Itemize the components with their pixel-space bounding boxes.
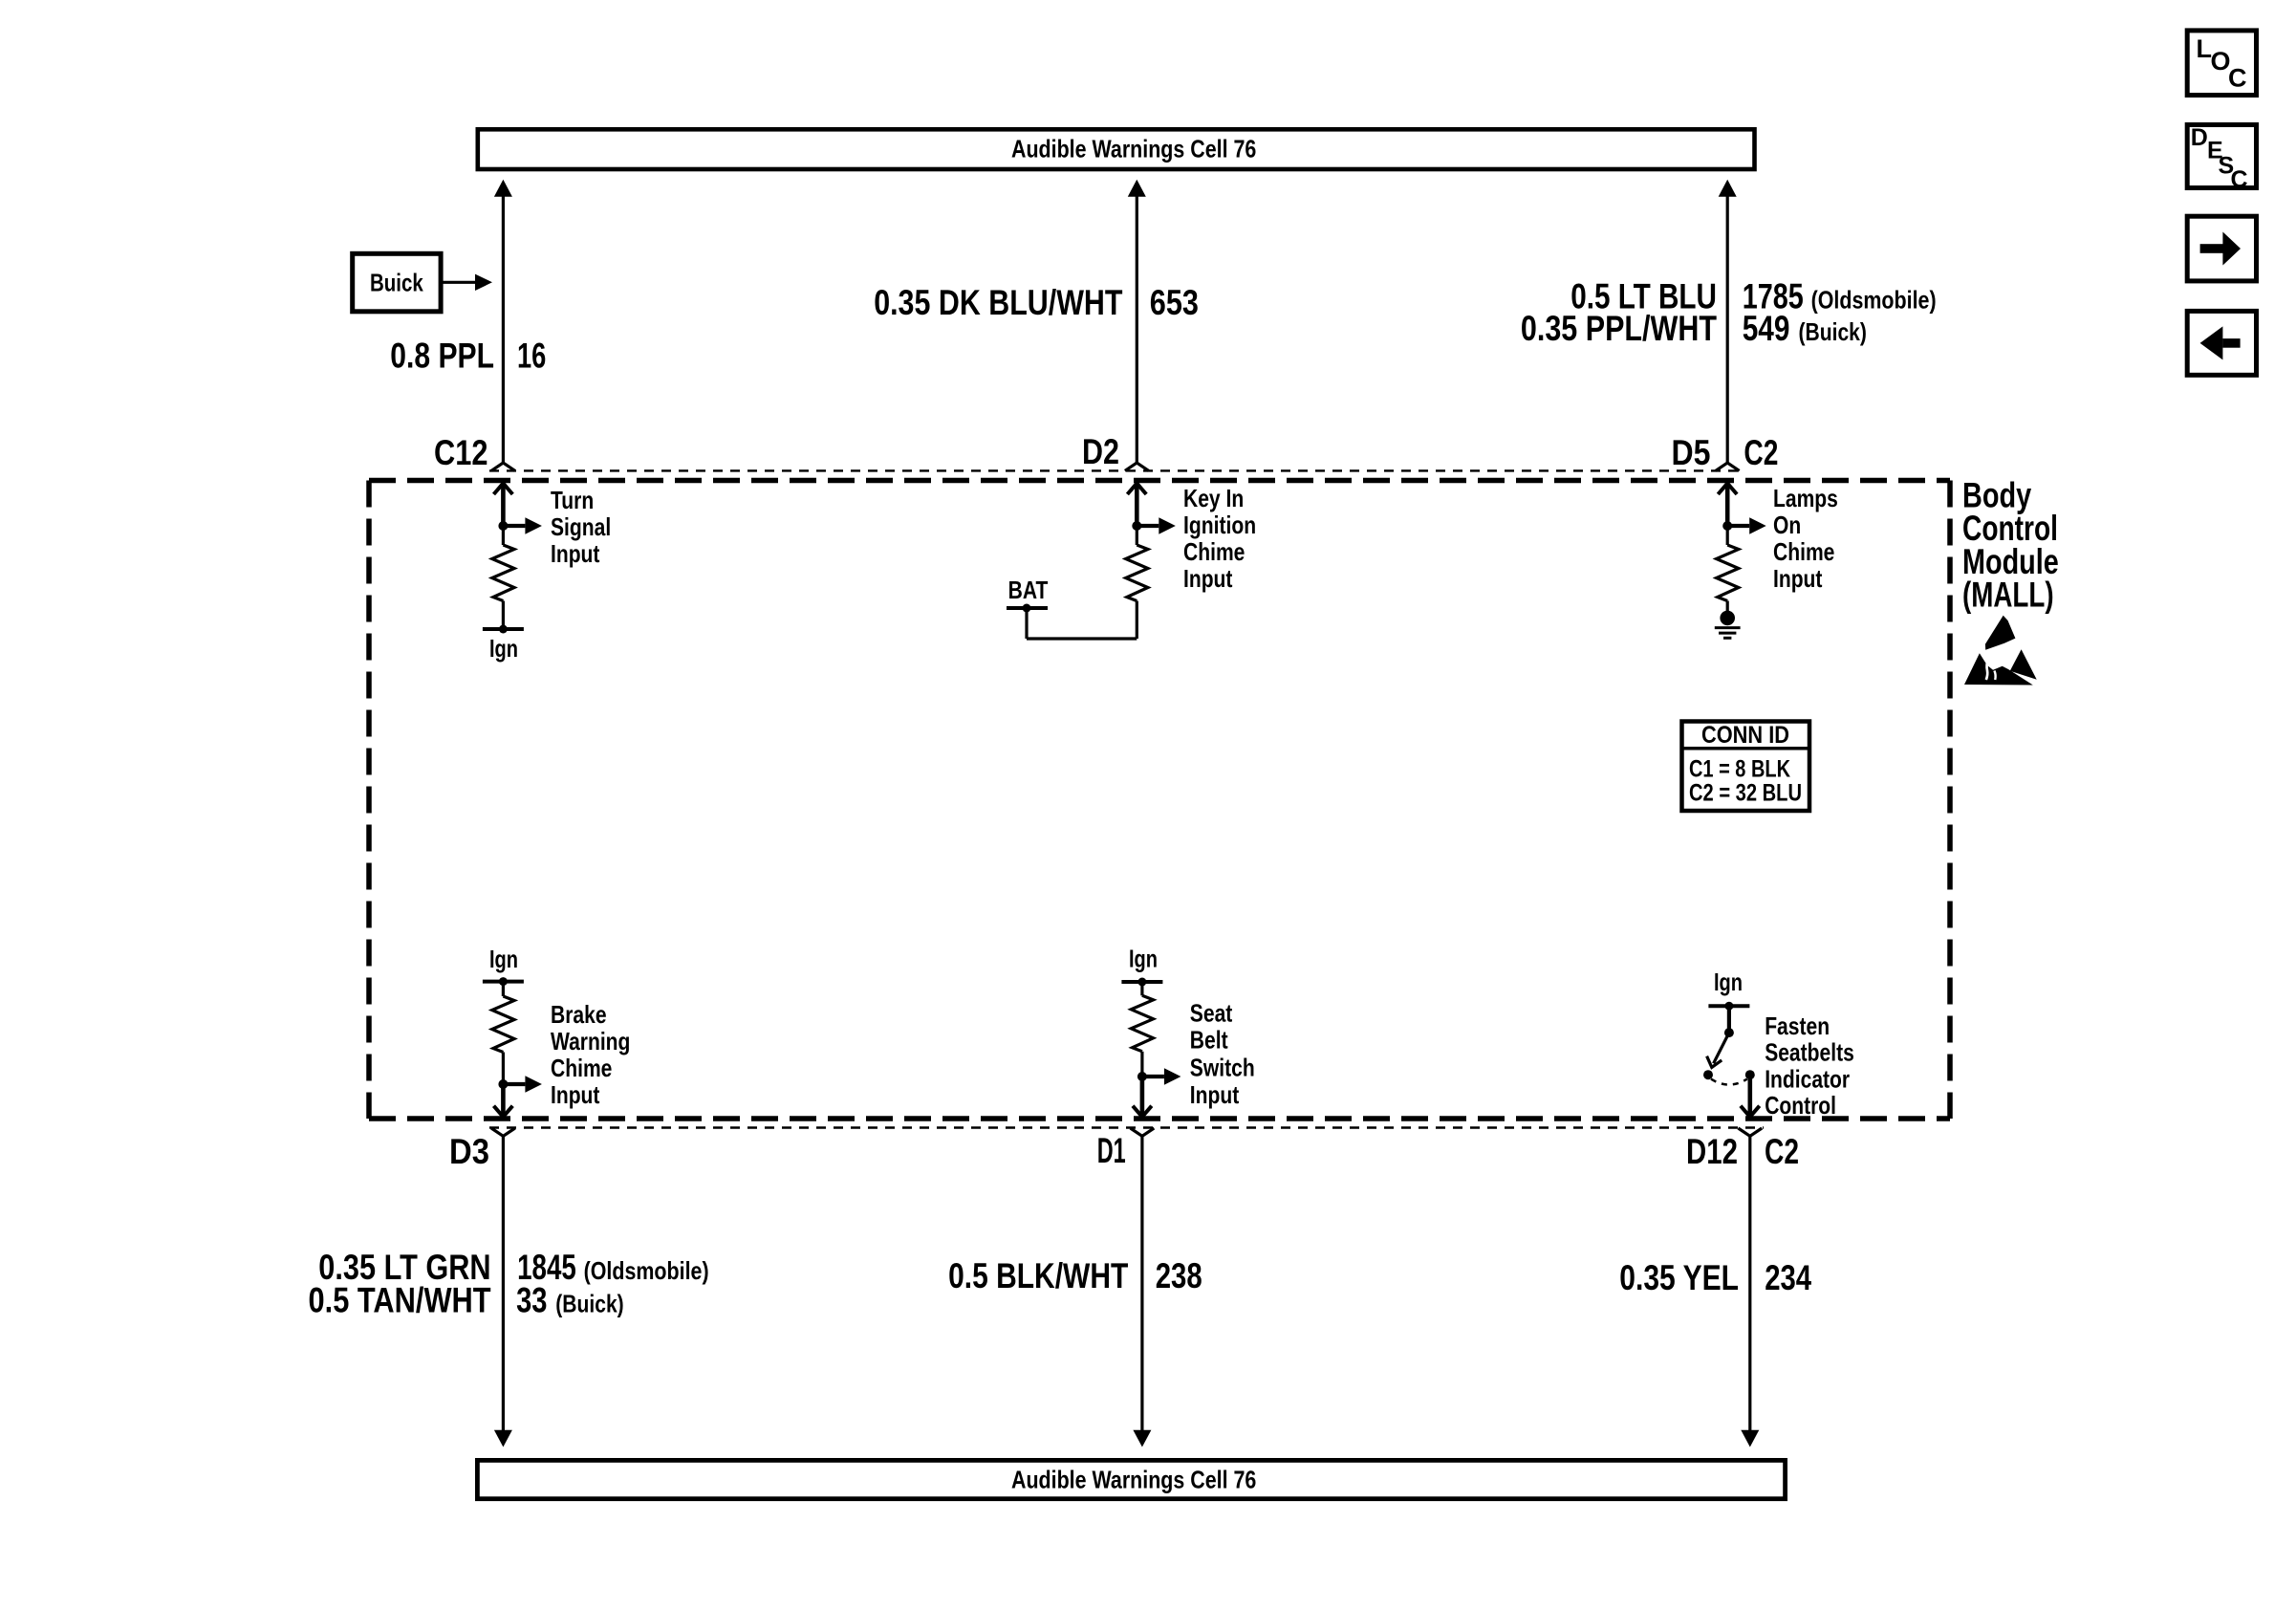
svg-text:BAT: BAT [1008,576,1049,604]
svg-text:Belt: Belt [1190,1026,1228,1055]
svg-text:Audible Warnings Cell 76: Audible Warnings Cell 76 [1011,135,1256,163]
svg-text:(Oldsmobile): (Oldsmobile) [584,1256,709,1285]
svg-text:0.5 BLK/WHT: 0.5 BLK/WHT [948,1256,1129,1295]
svg-text:Fasten: Fasten [1765,1012,1830,1040]
svg-text:D: D [2191,124,2208,151]
svg-text:C2: C2 [1765,1132,1799,1171]
svg-text:E: E [2207,138,2223,164]
svg-text:Chime: Chime [551,1054,612,1082]
svg-text:On: On [1773,511,1801,539]
svg-text:Module: Module [1962,542,2059,581]
svg-text:Warning: Warning [551,1027,630,1055]
svg-text:Body: Body [1962,475,2032,514]
svg-text:0.35 YEL: 0.35 YEL [1619,1258,1739,1297]
svg-text:Ign: Ign [489,945,518,973]
svg-text:D12: D12 [1686,1132,1738,1171]
svg-text:Audible Warnings Cell 76: Audible Warnings Cell 76 [1011,1466,1256,1494]
svg-text:Chime: Chime [1183,537,1245,566]
svg-text:0.5 TAN/WHT: 0.5 TAN/WHT [309,1280,491,1319]
svg-text:Ignition: Ignition [1183,511,1256,539]
svg-text:Key In: Key In [1183,484,1244,512]
svg-text:0.8 PPL: 0.8 PPL [390,336,494,375]
svg-text:Indicator: Indicator [1765,1064,1850,1093]
svg-text:Turn: Turn [551,486,594,514]
svg-text:234: 234 [1765,1258,1811,1297]
svg-text:Input: Input [551,539,600,568]
svg-text:Ign: Ign [1714,968,1743,996]
svg-text:(Buick): (Buick) [555,1289,623,1317]
svg-text:C: C [2228,64,2247,93]
svg-text:D2: D2 [1082,432,1119,471]
svg-text:L: L [2197,34,2213,63]
svg-text:Switch: Switch [1190,1053,1255,1081]
svg-text:238: 238 [1156,1256,1202,1295]
svg-text:0.35 DK BLU/WHT: 0.35 DK BLU/WHT [874,283,1123,322]
svg-text:Input: Input [1190,1080,1240,1109]
svg-text:Seat: Seat [1190,999,1233,1028]
svg-text:Input: Input [551,1080,600,1109]
svg-text:16: 16 [517,336,546,375]
svg-text:Ign: Ign [489,634,518,663]
svg-text:653: 653 [1150,283,1199,322]
svg-text:Buick: Buick [370,269,423,297]
svg-text:1785: 1785 [1743,276,1804,315]
svg-text:C12: C12 [434,433,488,472]
svg-text:33: 33 [516,1280,547,1319]
svg-text:Lamps: Lamps [1773,484,1838,512]
svg-text:0.35 LT GRN: 0.35 LT GRN [318,1248,490,1287]
svg-text:Control: Control [1765,1091,1836,1120]
svg-text:O: O [2211,47,2231,76]
svg-text:Control: Control [1962,509,2058,548]
svg-text:C2: C2 [1744,433,1778,472]
svg-text:1845: 1845 [517,1248,576,1287]
svg-text:Brake: Brake [551,1000,607,1029]
svg-text:0.35 PPL/WHT: 0.35 PPL/WHT [1521,309,1717,348]
svg-text:Ign: Ign [1129,944,1158,972]
svg-text:Input: Input [1773,564,1823,593]
svg-text:Signal: Signal [551,512,611,541]
svg-text:Input: Input [1183,564,1233,593]
svg-text:Chime: Chime [1773,537,1834,566]
svg-text:Seatbelts: Seatbelts [1765,1038,1854,1067]
svg-text:CONN ID: CONN ID [1701,722,1789,749]
svg-text:D5: D5 [1672,433,1711,472]
svg-text:(MALL): (MALL) [1962,576,2054,615]
svg-text:C2 = 32 BLU: C2 = 32 BLU [1689,780,1802,807]
svg-text:549: 549 [1743,309,1790,348]
svg-text:D1: D1 [1097,1131,1126,1170]
svg-text:C1 = 8 BLK: C1 = 8 BLK [1689,755,1790,782]
svg-text:D3: D3 [449,1132,489,1171]
svg-text:0.5 LT BLU: 0.5 LT BLU [1570,276,1717,315]
svg-text:(Oldsmobile): (Oldsmobile) [1811,285,1937,314]
svg-text:S: S [2219,153,2235,180]
svg-text:(Buick): (Buick) [1799,317,1867,346]
svg-text:C: C [2231,166,2248,193]
